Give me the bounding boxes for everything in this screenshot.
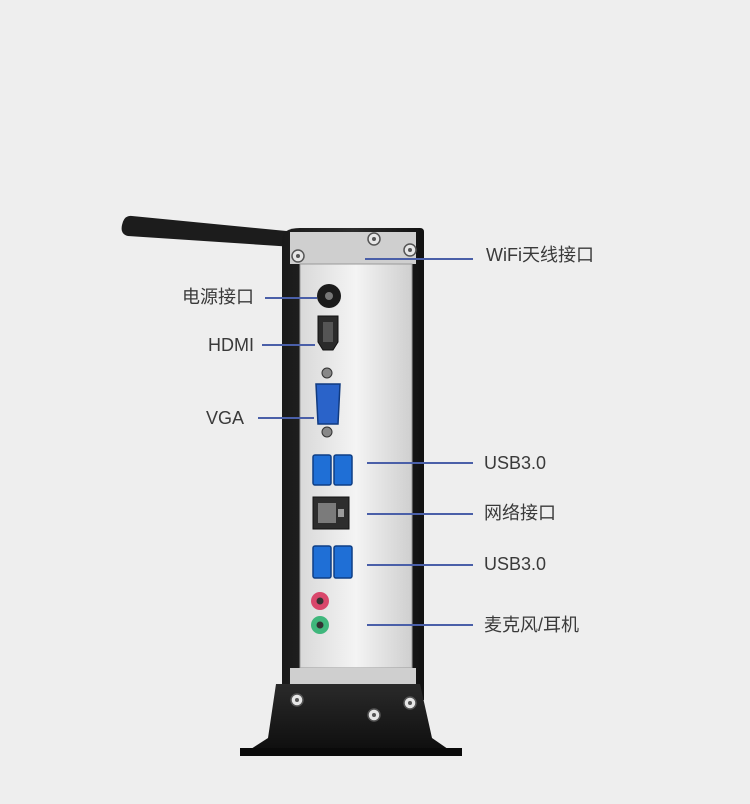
label-usb3-bottom: USB3.0 xyxy=(484,554,547,574)
screw-icon xyxy=(367,232,381,246)
label-vga-port: VGA xyxy=(205,408,244,428)
vga-port-icon xyxy=(315,367,341,438)
screw-icon xyxy=(291,249,305,263)
leader-lines xyxy=(258,258,473,626)
screws xyxy=(290,232,417,722)
label-usb3-top: USB3.0 xyxy=(484,453,547,473)
headphone-jack-icon xyxy=(311,616,329,634)
screw-icon xyxy=(403,696,417,710)
usb3-ports-top-icon xyxy=(312,454,353,486)
label-wifi-antenna-port: WiFi天线接口 xyxy=(486,245,594,265)
label-audio-jacks: 麦克风/耳机 xyxy=(484,615,580,635)
label-hdmi-port: HDMI xyxy=(208,335,254,355)
power-jack-icon xyxy=(317,284,341,308)
pc-case xyxy=(282,228,424,724)
hdmi-port-icon xyxy=(317,315,339,351)
usb3-ports-bottom-icon xyxy=(312,545,353,579)
label-power-port: 电源接口 xyxy=(182,287,254,307)
screw-icon xyxy=(367,708,381,722)
label-network-port: 网络接口 xyxy=(484,503,556,523)
screw-icon xyxy=(290,693,304,707)
ethernet-port-icon xyxy=(312,496,350,530)
pc-stand xyxy=(240,684,462,756)
mic-jack-icon xyxy=(311,592,329,610)
screw-icon xyxy=(403,243,417,257)
